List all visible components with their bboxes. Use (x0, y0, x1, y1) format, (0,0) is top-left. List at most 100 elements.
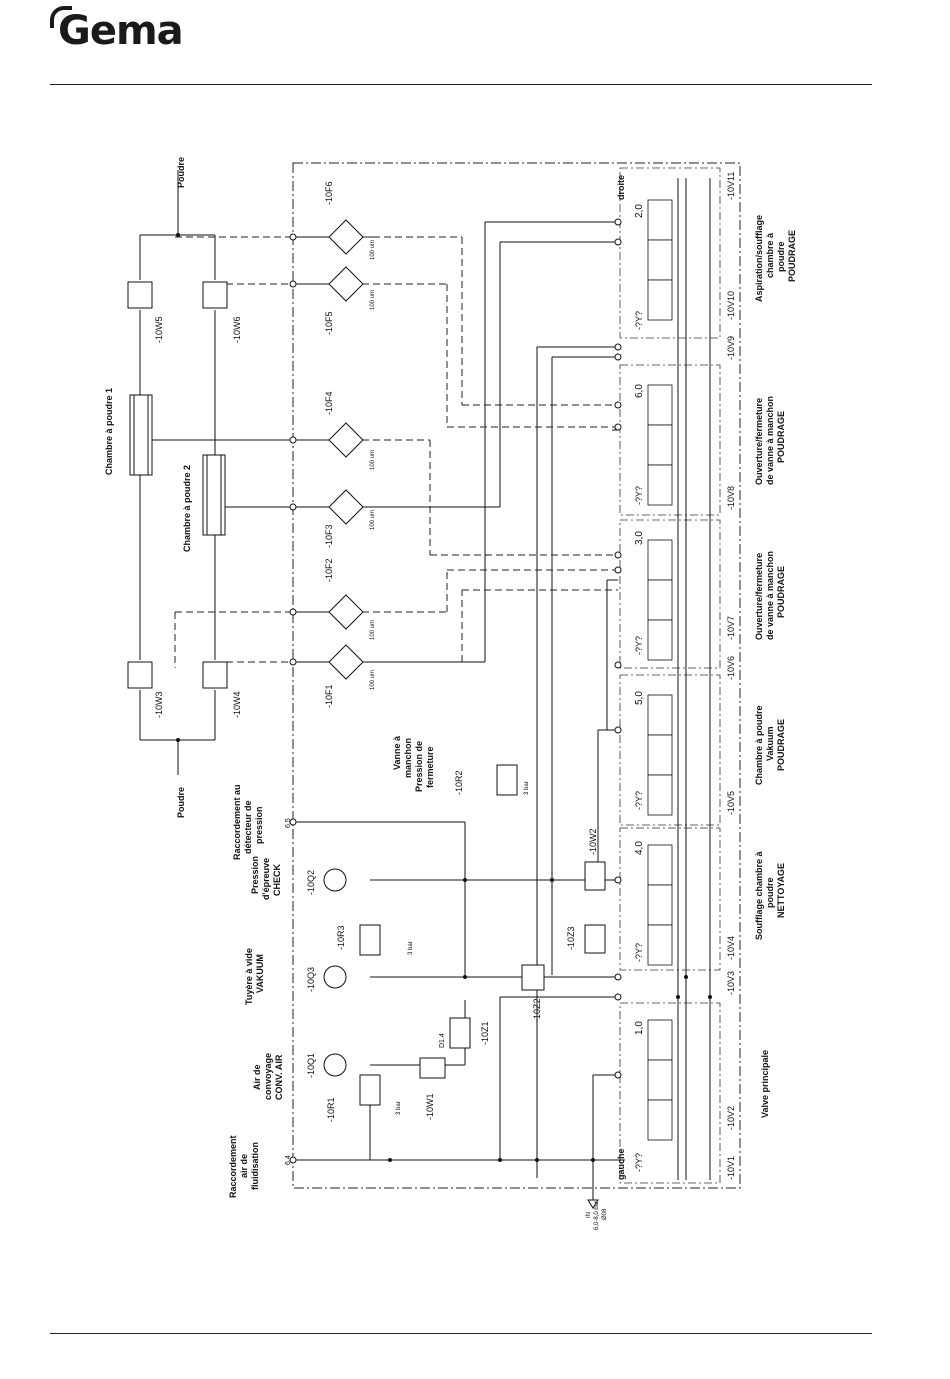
component-boxes (359, 764, 606, 1106)
code-10W3: -10W3 (154, 691, 164, 718)
svg-text:manchon: manchon (403, 738, 413, 778)
logo-arc (50, 6, 72, 28)
valve-mark-3: -?Y? (634, 636, 644, 655)
filter-rating-f4: 100 um (370, 450, 376, 470)
bottom-label-aspiration: Aspiration/soufflage chambre à poudre PO… (754, 215, 797, 302)
valve-mark-5: -?Y? (634, 943, 644, 962)
svg-text:POUDRAGE: POUDRAGE (776, 411, 786, 463)
port-d1-4: D1.4 (439, 1033, 446, 1048)
bottom-label-vakuum: Chambre à poudre Vakuum POUDRAGE (754, 705, 786, 785)
filter-diamonds (328, 219, 364, 680)
code-10V10: -10V10 (726, 291, 736, 320)
label-droite: droite (616, 175, 626, 200)
labels-layer: Poudre Poudre Chambre à poudre 1 Chambre… (104, 157, 797, 1230)
pressure-r3: 3 bar (408, 941, 414, 955)
footer-divider (50, 1333, 872, 1334)
pinch-valves (127, 281, 228, 689)
valve-number-6-0: 6,0 (634, 384, 645, 398)
pressure-r2: 3 bar (524, 781, 530, 795)
code-10Z2: -10Z2 (532, 998, 542, 1022)
code-10V2: -10V2 (726, 1106, 736, 1130)
code-10Z3: -10Z3 (566, 926, 576, 950)
code-10W6: -10W6 (232, 316, 242, 343)
code-10Q1: -10Q1 (306, 1053, 316, 1078)
valve-bodies (647, 199, 673, 1141)
svg-text:de vanne à manchon: de vanne à manchon (765, 396, 775, 485)
inlet-triangle (587, 1199, 599, 1209)
svg-text:pression: pression (254, 806, 264, 844)
code-10V11: -10V11 (726, 172, 736, 200)
svg-text:NETTOYAGE: NETTOYAGE (776, 863, 786, 918)
code-10V7: -10V7 (726, 616, 736, 640)
svg-text:fluidisation: fluidisation (250, 1142, 260, 1190)
solid-lines (139, 170, 711, 1200)
junction-dots (176, 233, 712, 1162)
code-10V9: -10V9 (726, 336, 736, 360)
code-10Q3: -10Q3 (306, 967, 316, 992)
valve-mark-2: -?Y? (634, 486, 644, 505)
label-tuyere: Tuyère à vide VAKUUM (244, 948, 265, 1005)
svg-text:Vanne à: Vanne à (392, 735, 402, 770)
svg-text:IN: IN (586, 1212, 592, 1218)
port-6-5: 6.5 (285, 818, 292, 828)
svg-text:poudre: poudre (776, 242, 786, 273)
bottom-label-valve-principale: Valve principale (760, 1050, 770, 1118)
svg-text:CONV. AIR: CONV. AIR (274, 1054, 284, 1100)
code-10W2: -10W2 (588, 828, 598, 855)
chamber-tubes (129, 394, 226, 536)
enclosure-ports (289, 218, 622, 1164)
valve-mark-1: -?Y? (634, 311, 644, 330)
svg-text:poudre: poudre (765, 878, 775, 909)
svg-text:convoyage: convoyage (263, 1053, 273, 1100)
label-vanne-manchon: Vanne à manchon Pression de fermeture (392, 735, 435, 792)
svg-text:Ø08: Ø08 (602, 1208, 608, 1220)
code-10R2: -10R2 (454, 770, 464, 795)
valve-number-4-0: 4,0 (634, 841, 645, 855)
code-labels: -10F6 -10F5 -10F4 -10F3 -10F2 -10F1 -10W… (154, 172, 736, 1180)
code-10V3: -10V3 (726, 971, 736, 995)
svg-text:Ouverture/fermeture: Ouverture/fermeture (754, 398, 764, 485)
valve-number-2-0: 2,0 (634, 204, 645, 218)
gema-logo: Gema (58, 8, 184, 54)
filter-rating-f6: 100 um (370, 240, 376, 260)
code-10F6: -10F6 (324, 181, 334, 205)
pressure-r1: 3 bar (396, 1101, 402, 1115)
code-10R1: -10R1 (326, 1097, 336, 1122)
filter-rating-f3: 100 um (370, 510, 376, 530)
code-10V5: -10V5 (726, 791, 736, 815)
bottom-label-soufflage: Soufflage chambre à poudre NETTOYAGE (754, 850, 786, 940)
svg-text:chambre à: chambre à (765, 232, 775, 278)
code-10Q2: -10Q2 (306, 870, 316, 895)
header-divider (50, 84, 872, 85)
svg-text:d'épreuve: d'épreuve (261, 858, 271, 900)
svg-text:POUDRAGE: POUDRAGE (776, 719, 786, 771)
svg-text:Tuyère à vide: Tuyère à vide (244, 948, 254, 1005)
svg-text:Soufflage chambre à: Soufflage chambre à (754, 850, 764, 940)
code-10Z1: -10Z1 (480, 1021, 490, 1045)
svg-text:air de: air de (239, 1154, 249, 1178)
svg-text:Ouverture/fermeture: Ouverture/fermeture (754, 553, 764, 640)
code-10F3: -10F3 (324, 524, 334, 548)
svg-text:VAKUUM: VAKUUM (255, 954, 265, 993)
svg-text:détecteur de: détecteur de (243, 800, 253, 854)
valve-number-1-0: 1,0 (634, 1021, 645, 1035)
svg-text:Chambre à poudre: Chambre à poudre (754, 705, 764, 785)
inlet-label: IN 6,0-8,0 bar Ø08 (586, 1201, 608, 1230)
code-10F4: -10F4 (324, 391, 334, 415)
code-10F2: -10F2 (324, 558, 334, 582)
port-6-4: 6.4 (285, 1155, 292, 1165)
svg-text:POUDRAGE: POUDRAGE (776, 566, 786, 618)
label-chambre-1: Chambre à poudre 1 (104, 388, 114, 475)
svg-text:CHECK: CHECK (272, 863, 282, 896)
bottom-label-ouverture-1: Ouverture/fermeture de vanne à manchon P… (754, 551, 786, 640)
code-10W4: -10W4 (232, 691, 242, 718)
code-10F5: -10F5 (324, 311, 334, 335)
code-10V1: -10V1 (726, 1156, 736, 1180)
code-10V6: -10V6 (726, 656, 736, 680)
svg-text:Pression: Pression (250, 856, 260, 894)
svg-text:Aspiration/soufflage: Aspiration/soufflage (754, 215, 764, 302)
label-air-convoyage: Air de convoyage CONV. AIR (252, 1053, 284, 1100)
svg-text:Vakuum: Vakuum (765, 726, 775, 761)
svg-text:Raccordement au: Raccordement au (232, 784, 242, 860)
